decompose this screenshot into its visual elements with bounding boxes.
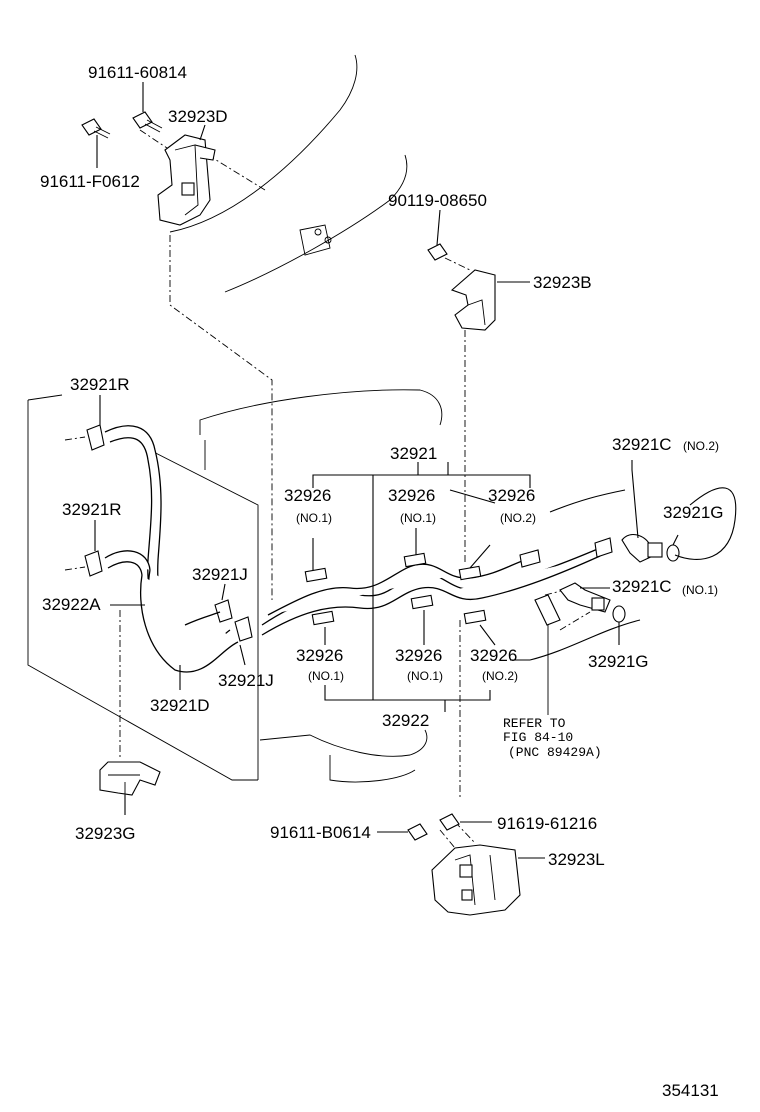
part-labels: 91611-60814 32923D 91611-F0612 90119-086… [40, 63, 724, 1100]
oring-32921g-lower-icon [612, 605, 626, 623]
bracket-32923d [157, 134, 216, 226]
label-tube-a: 32922A [42, 595, 101, 614]
label-tube-top-group: 32921 [390, 444, 437, 463]
label-hose-j-upper: 32921J [192, 565, 248, 584]
label-oring-lower: 32921G [588, 652, 649, 671]
label-bolt-top-upper: 91611-60814 [88, 63, 187, 82]
body-outline [169, 54, 443, 783]
label-hose-j-lower: 32921J [218, 671, 274, 690]
label-hose-r-upper: 32921R [70, 375, 130, 394]
label-clip-6-no: (NO.2) [482, 669, 518, 683]
label-refer-line1: REFER TO [503, 716, 566, 731]
label-clip-4: 32926 [296, 646, 343, 665]
hose-32921r-lower-icon [84, 550, 151, 577]
bolt-91611-f0612-icon [81, 118, 111, 139]
label-hose-d: 32921D [150, 696, 210, 715]
label-clip-4-no: (NO.1) [308, 669, 344, 683]
label-refer-line3: (PNC 89429A) [508, 745, 602, 760]
sensor-89429a-icon [534, 594, 561, 715]
label-connector-no1: 32921C [612, 577, 672, 596]
diagram-number: 354131 [662, 1081, 719, 1100]
label-clip-1: 32926 [284, 486, 331, 505]
label-bolt-right-top: 90119-08650 [388, 191, 487, 210]
bolt-90119-08650-icon [427, 243, 448, 261]
connector-32921c-no1-icon [559, 582, 611, 613]
label-clip-1-no: (NO.1) [296, 511, 332, 525]
bolt-91619-61216-icon [439, 813, 460, 831]
label-bracket-top: 32923D [168, 107, 228, 126]
oring-32921g-upper-icon [666, 544, 680, 562]
label-clip-5-no: (NO.1) [407, 669, 443, 683]
radiator-panel [27, 394, 259, 781]
label-connector-no1-sub: (NO.1) [682, 583, 718, 597]
label-clip-2-no: (NO.1) [400, 511, 436, 525]
bracket-32923b [450, 269, 496, 331]
label-connector-no2-sub: (NO.2) [683, 439, 719, 453]
label-clip-3: 32926 [488, 486, 535, 505]
hose-32921j-icon [184, 599, 253, 642]
label-clip-2: 32926 [388, 486, 435, 505]
label-connector-no2: 32921C [612, 435, 672, 454]
label-bracket-bottom: 32923L [548, 850, 605, 869]
bolt-91611-b0614-icon [407, 823, 428, 841]
label-clip-3-no: (NO.2) [500, 511, 536, 525]
label-bolt-bottom-right: 91619-61216 [497, 814, 597, 833]
clip-icons [304, 552, 487, 626]
label-refer-line2: FIG 84-10 [503, 730, 573, 745]
bracket-32923l [431, 844, 521, 916]
label-bracket-g: 32923G [75, 824, 136, 843]
label-bolt-top-lower: 91611-F0612 [40, 172, 140, 191]
label-clip-5: 32926 [395, 646, 442, 665]
connector-32921c-no2-icon [621, 534, 663, 563]
label-hose-r-lower: 32921R [62, 500, 122, 519]
label-bolt-bottom-left: 91611-B0614 [270, 823, 371, 842]
label-oring-upper: 32921G [663, 503, 724, 522]
leader-lines [94, 82, 737, 859]
label-tube-bottom-group: 32922 [382, 711, 429, 730]
label-clip-6: 32926 [470, 646, 517, 665]
bracket-32923g [99, 761, 161, 796]
label-bracket-right-top: 32923B [533, 273, 592, 292]
bolt-91611-60814-icon [132, 111, 163, 133]
